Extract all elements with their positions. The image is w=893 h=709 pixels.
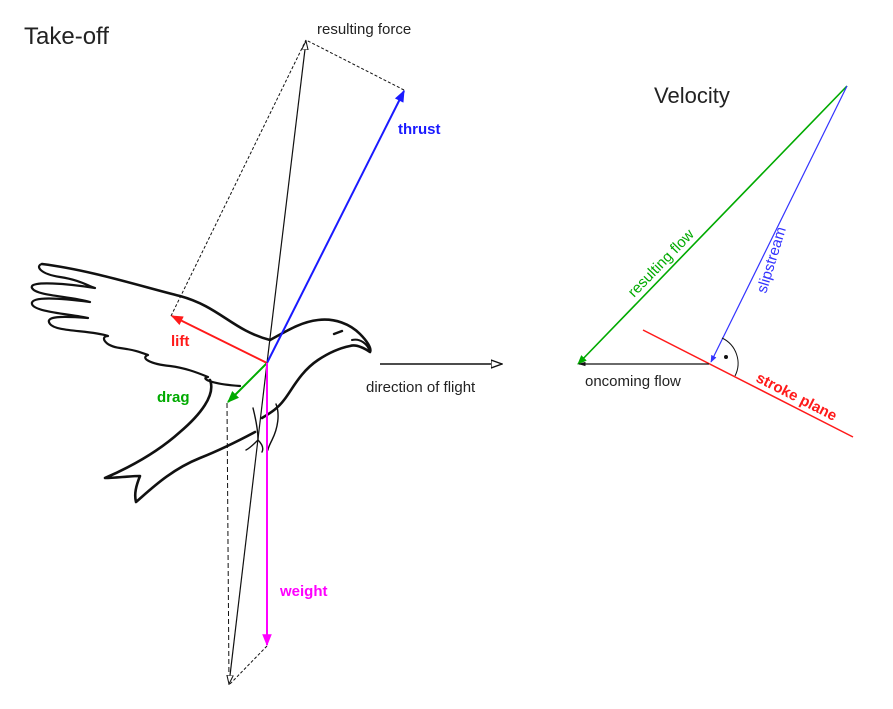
bird-eye — [332, 329, 344, 336]
drag-label: drag — [157, 389, 190, 406]
bird-body — [260, 318, 372, 420]
stroke-plane-line — [642, 329, 854, 438]
thrust-label: thrust — [398, 121, 441, 138]
drag-arrow — [227, 362, 268, 403]
dashed-drag-to-bottom — [226, 402, 230, 686]
weight-label: weight — [279, 583, 328, 600]
wing-feathers — [30, 262, 242, 388]
slipstream-label: slipstream — [754, 225, 790, 295]
resulting-bottom-arrow — [229, 362, 268, 684]
oncoming-flow-label: oncoming flow — [585, 373, 681, 390]
bird-beak — [351, 338, 371, 353]
velocity-diagram — [577, 85, 854, 438]
resulting-flow-arrow — [577, 85, 848, 365]
slipstream-arrow — [710, 85, 848, 363]
lift-arrow — [170, 315, 268, 364]
resulting-force-label: resulting force — [317, 21, 411, 38]
direction-of-flight-label: direction of flight — [366, 379, 476, 396]
velocity-title: Velocity — [654, 83, 730, 108]
bird-drawing — [30, 262, 372, 504]
thrust-arrow — [266, 89, 405, 364]
force-diagram — [170, 39, 502, 686]
resulting-flow-label: resulting flow — [625, 226, 698, 301]
resulting-force-arrow — [266, 41, 306, 364]
lift-label: lift — [171, 333, 189, 350]
take-off-title: Take-off — [24, 23, 109, 50]
dashed-weight-to-bottom — [228, 645, 268, 686]
wing-upper-edge — [40, 262, 272, 342]
right-angle-arc — [721, 337, 739, 377]
dashed-lift-to-resultant — [170, 39, 307, 317]
right-angle-dot — [724, 355, 728, 359]
wing-lower-tail — [103, 378, 257, 504]
stroke-plane-label: stroke plane — [753, 369, 839, 424]
dashed-thrust-to-resultant — [305, 39, 405, 91]
